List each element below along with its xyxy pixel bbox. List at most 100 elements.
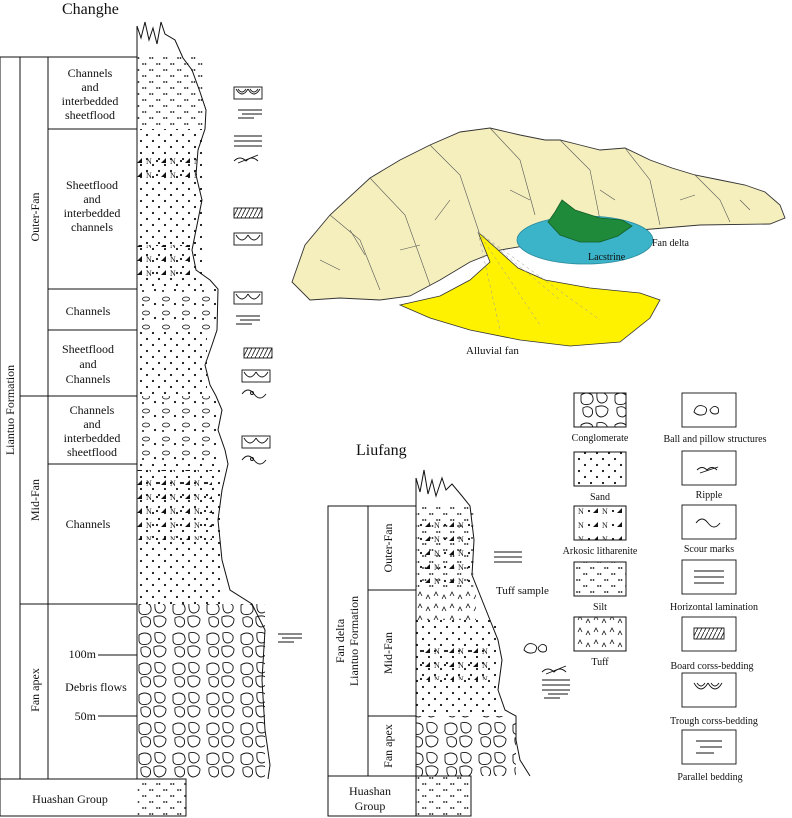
legend: Conglomerate Sand Arkosic litharenite Si…	[563, 392, 767, 783]
ripple-icon	[696, 466, 719, 474]
unit-5-line-3: interbedded	[64, 431, 121, 445]
legend-label-horizontal: Horizontal lamination	[670, 602, 758, 613]
liufang-group-line-1: Huashan	[349, 784, 391, 798]
changhe-column: Changhe	[0, 1, 302, 817]
legend-silt: Silt	[573, 561, 627, 613]
changhe-structure-symbols	[233, 86, 302, 643]
legend-box-scour	[681, 504, 737, 540]
legend-label-arkosic: Arkosic litharenite	[563, 546, 638, 557]
legend-label-parallel: Parallel bedding	[677, 772, 742, 783]
legend-box-board	[681, 616, 737, 652]
legend-label-tuff: Tuff	[591, 657, 609, 668]
changhe-zone-fan-apex: Fan apex	[28, 668, 42, 712]
changhe-lithology	[137, 57, 265, 816]
label-lacstrine: Lacstrine	[588, 252, 626, 263]
legend-label-board: Board corss-bedding	[670, 661, 753, 672]
legend-box-trough	[681, 672, 737, 708]
ripple-icon	[233, 154, 259, 164]
unit-7-line-1: Debris flows	[65, 680, 127, 694]
liufang-column: Liufang Outer-Fan Mid-Fan Fan apex Fan d…	[327, 442, 570, 817]
legend-label-trough: Trough corss-bedding	[670, 716, 758, 727]
trough-bedding-icon	[241, 369, 271, 383]
unit-4-line-3: Channels	[66, 372, 111, 386]
horizontal-lamination-icon	[494, 551, 522, 563]
unit-1-line-4: sheetflood	[65, 108, 115, 122]
parallel-bedding-icon	[278, 633, 302, 643]
board-bedding-icon	[243, 347, 273, 359]
changhe-zone-outer-fan: Outer-Fan	[28, 192, 42, 241]
unit-5-line-2: and	[83, 417, 100, 431]
changhe-weathering-profile	[136, 21, 271, 780]
legend-arkosic: Arkosic litharenite	[563, 505, 638, 557]
liufang-title: Liufang	[356, 442, 407, 459]
horizontal-lamination-icon	[542, 679, 570, 691]
label-tuff-sample: Tuff sample	[496, 585, 549, 597]
legend-conglomerate: Conglomerate	[572, 392, 629, 444]
board-bedding-icon	[233, 207, 263, 219]
horizontal-lamination-icon	[234, 135, 262, 147]
ball-pillow-icon	[693, 405, 720, 416]
unit-1-line-1: Channels	[68, 66, 113, 80]
liufang-group-line-2: Group	[355, 799, 386, 813]
unit-2-line-4: channels	[71, 220, 113, 234]
hill-ridges	[319, 127, 751, 291]
legend-label-ball-pillow: Ball and pillow structures	[663, 434, 766, 445]
block-diagram: Fan delta Lacstrine Alluvial fan	[291, 127, 786, 357]
unit-1-line-3: interbedded	[62, 94, 119, 108]
legend-box-ball-pillow	[681, 392, 737, 428]
unit-5-line-1: Channels	[70, 403, 115, 417]
unit-4-line-1: Sheetflood	[62, 342, 114, 356]
parallel-bedding-icon	[238, 109, 262, 119]
legend-label-conglomerate: Conglomerate	[572, 433, 629, 444]
ball-pillow-icon	[523, 643, 548, 654]
liufang-zone-mid-fan: Mid-Fan	[381, 632, 395, 674]
liufang-zone-outer-fan: Outer-Fan	[381, 523, 395, 572]
changhe-formation-label: Liantuo Formation	[3, 365, 17, 455]
horizontal-lamination-icon	[694, 570, 724, 584]
liufang-formation-line-1: Fan delta	[333, 618, 347, 663]
trough-bedding-icon	[233, 291, 263, 305]
changhe-zone-mid-fan: Mid-Fan	[28, 479, 42, 521]
scale-100m: 100m	[69, 647, 97, 661]
unit-2-line-2: and	[83, 192, 100, 206]
scale-50m: 50m	[75, 709, 97, 723]
unit-6-line-1: Channels	[66, 517, 111, 531]
liufang-lithology	[416, 506, 516, 816]
trough-bedding-icon	[241, 435, 271, 449]
scour-marks-icon	[241, 455, 267, 465]
parallel-bedding-icon	[544, 689, 568, 699]
unit-4-line-2: and	[79, 357, 96, 371]
scour-marks-icon	[241, 389, 267, 399]
alluvial-fan	[398, 231, 661, 347]
legend-label-sand: Sand	[590, 492, 610, 503]
trough-bedding-icon	[233, 232, 263, 246]
legend-tuff: Tuff	[573, 616, 627, 668]
parallel-bedding-icon	[696, 740, 722, 754]
unit-2-line-1: Sheetflood	[66, 178, 118, 192]
label-alluvial-fan: Alluvial fan	[466, 345, 519, 357]
unit-5-line-4: sheetflood	[67, 445, 117, 459]
liufang-structure-symbols	[494, 551, 570, 699]
liufang-formation-line-2: Liantuo Formation	[347, 596, 361, 686]
legend-sand: Sand	[573, 451, 627, 503]
unit-3-line-1: Channels	[66, 304, 111, 318]
changhe-scale: 100m 50m	[69, 647, 137, 723]
trough-bedding-icon	[693, 682, 723, 690]
liufang-zone-fan-apex: Fan apex	[381, 724, 395, 768]
fan-delta	[547, 199, 633, 243]
scour-marks-icon	[695, 518, 721, 528]
legend-label-ripple: Ripple	[696, 490, 723, 501]
liufang-weathering-profile	[415, 469, 531, 777]
changhe-title: Changhe	[62, 1, 119, 18]
parallel-bedding-icon	[236, 315, 260, 325]
hills	[291, 127, 786, 301]
legend-label-scour: Scour marks	[684, 544, 734, 555]
unit-2-line-3: interbedded	[64, 206, 121, 220]
trough-bedding-icon	[233, 86, 263, 100]
legend-label-silt: Silt	[593, 602, 607, 613]
ripple-icon	[541, 665, 567, 675]
changhe-group-label: Huashan Group	[32, 792, 108, 806]
label-fan-delta: Fan delta	[652, 238, 689, 249]
board-bedding-icon	[693, 627, 725, 640]
